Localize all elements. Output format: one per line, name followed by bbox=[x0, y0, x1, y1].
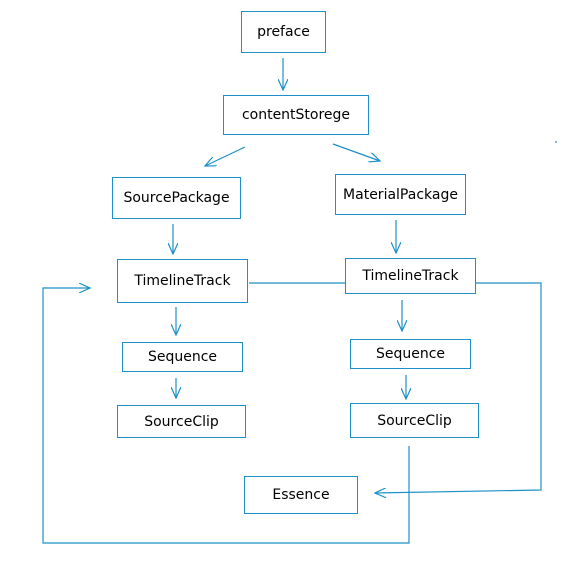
content-storage-node: contentStorege bbox=[223, 95, 369, 135]
source-package-node: SourcePackage bbox=[112, 177, 241, 219]
content-storage-label: contentStorege bbox=[241, 107, 351, 123]
source-clip-left-label: SourceClip bbox=[144, 413, 219, 430]
sequence-right-label: Sequence bbox=[375, 346, 446, 362]
material-package-label: MaterialPackage bbox=[343, 186, 458, 203]
timeline-track-left-label: TimelineTrack bbox=[134, 273, 231, 289]
source-clip-right-node: SourceClip bbox=[350, 403, 479, 438]
timeline-track-right-node: TimelineTrack bbox=[345, 258, 476, 294]
essence-label: Essence bbox=[272, 487, 330, 503]
preface-label: preface bbox=[257, 24, 310, 40]
sequence-left-node: Sequence bbox=[122, 342, 243, 372]
source-clip-right-label: SourceClip bbox=[377, 412, 452, 429]
arrow-content-storage-to-material-package bbox=[332, 143, 380, 161]
material-package-node: MaterialPackage bbox=[335, 174, 466, 215]
essence-node: Essence bbox=[244, 476, 358, 514]
preface-node: preface bbox=[241, 11, 326, 53]
arrow-timeline-track-to-essence bbox=[249, 282, 542, 493]
sequence-left-label: Sequence bbox=[147, 349, 218, 365]
sequence-right-node: Sequence bbox=[350, 339, 471, 369]
source-package-label: SourcePackage bbox=[123, 190, 230, 206]
timeline-track-left-node: TimelineTrack bbox=[117, 259, 248, 303]
arrow-source-clip-loop-to-timeline-track bbox=[42, 288, 410, 544]
source-clip-left-node: SourceClip bbox=[117, 405, 246, 438]
timeline-track-right-label: TimelineTrack bbox=[362, 268, 459, 284]
arrow-content-storage-to-source-package bbox=[205, 146, 246, 166]
